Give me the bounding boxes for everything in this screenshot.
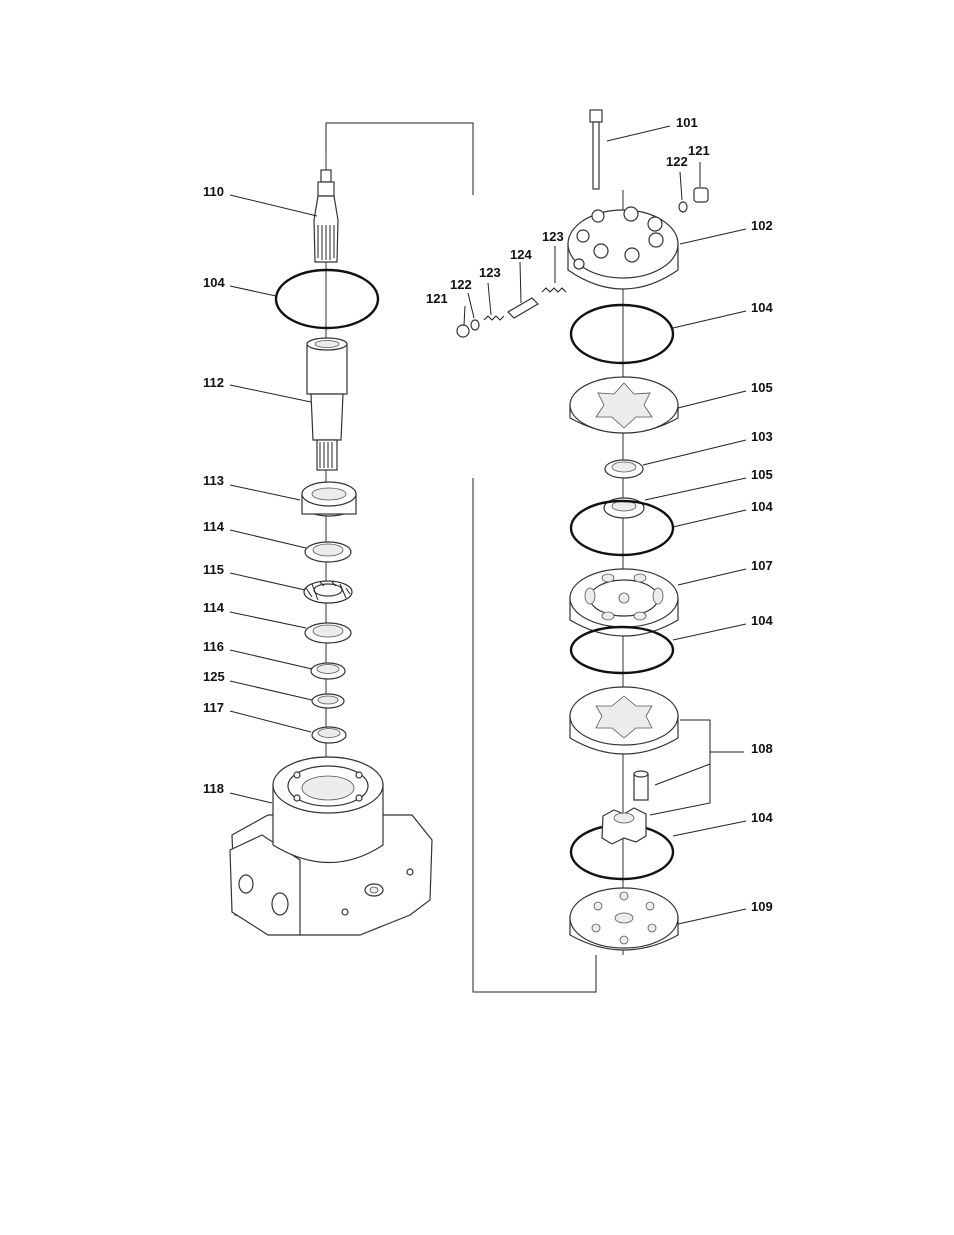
part-103-spacer	[604, 459, 644, 479]
right-stack	[456, 109, 747, 955]
label-118: 118	[203, 781, 224, 796]
part-104-o-ring	[274, 268, 380, 330]
label-114-lower: 114	[203, 600, 225, 615]
part-101-cap-screw	[589, 109, 603, 190]
label-109: 109	[751, 899, 773, 914]
assembly-connector-line	[325, 122, 597, 993]
label-104-r2: 104	[751, 499, 773, 514]
label-110: 110	[203, 184, 224, 199]
label-102: 102	[751, 218, 773, 233]
left-leader-lines	[229, 194, 318, 804]
left-stack	[229, 150, 433, 936]
label-116: 116	[203, 639, 224, 654]
label-114-upper: 114	[203, 519, 225, 534]
label-122-left: 122	[450, 277, 472, 292]
part-104-o-ring-1	[569, 303, 675, 365]
label-104-r1: 104	[751, 300, 773, 315]
label-105-upper: 105	[751, 380, 773, 395]
label-123-lower: 123	[479, 265, 501, 280]
part-116-bearing-race	[310, 662, 346, 680]
label-121-left: 121	[426, 291, 448, 306]
label-108: 108	[751, 741, 773, 756]
right-leader-lines	[463, 125, 747, 925]
label-104-left: 104	[203, 275, 225, 290]
label-113: 113	[203, 473, 224, 488]
part-105-wear-plate	[569, 376, 679, 434]
part-104-o-ring-3	[569, 625, 675, 675]
part-109-end-plate	[569, 887, 679, 951]
part-114-thrust-washer-upper	[304, 541, 352, 563]
part-113-needle-bearing	[301, 481, 357, 517]
part-114-thrust-washer-lower	[304, 622, 352, 644]
part-valve-cartridge-group	[456, 187, 709, 338]
part-125-seal	[311, 693, 345, 709]
part-115-thrust-bearing	[303, 580, 353, 604]
label-104-r3: 104	[751, 613, 773, 628]
part-123-spring-right	[541, 287, 567, 293]
label-115: 115	[203, 562, 224, 577]
part-118-housing	[229, 756, 433, 936]
label-117: 117	[203, 700, 224, 715]
part-112-sleeve	[306, 337, 348, 471]
label-123-upper: 123	[542, 229, 564, 244]
part-108-rotor-star	[601, 807, 647, 845]
label-125: 125	[203, 669, 225, 684]
part-123-spring-left	[483, 315, 505, 321]
part-110-drive-shaft	[313, 169, 339, 263]
label-121-right: 121	[688, 143, 710, 158]
label-103: 103	[751, 429, 773, 444]
label-104-r4: 104	[751, 810, 773, 825]
label-107: 107	[751, 558, 773, 573]
label-105-lower: 105	[751, 467, 773, 482]
part-102-end-cap	[567, 206, 679, 290]
part-121-plug-right	[693, 187, 709, 203]
part-122-o-ring-left	[470, 319, 480, 331]
part-121-plug-left	[456, 324, 470, 338]
label-122-right: 122	[666, 154, 688, 169]
part-122-o-ring-right	[678, 201, 688, 213]
label-124: 124	[510, 247, 532, 262]
part-117-dust-seal	[311, 726, 347, 744]
part-124-poppet	[507, 297, 539, 319]
part-108-gerotor-ring	[569, 686, 679, 755]
part-108-roller	[633, 770, 649, 801]
part-number-labels: 110 104 112 113 114 115 114 116 125 117 …	[203, 115, 773, 914]
label-112: 112	[203, 375, 224, 390]
label-101: 101	[676, 115, 698, 130]
part-104-o-ring-2	[569, 499, 675, 557]
